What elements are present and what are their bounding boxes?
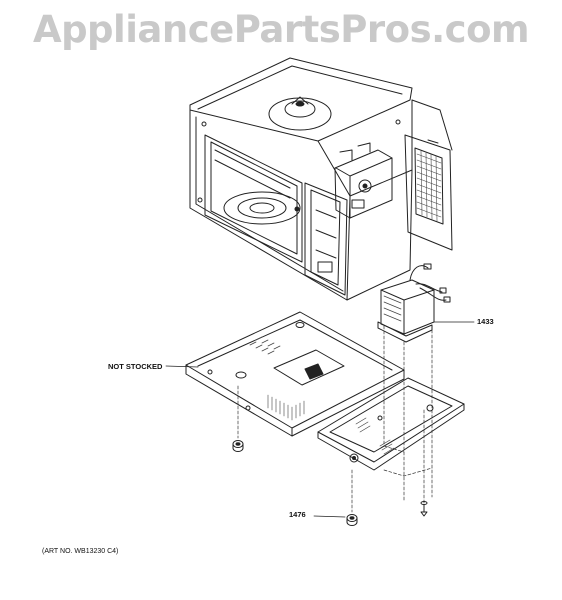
callout-1476: 1476 [289,510,306,519]
transformer-1433 [377,263,475,343]
alignment-lines [237,325,433,513]
callout-not-stocked: NOT STOCKED [108,362,163,371]
watermark: AppliancePartsPros.com [32,8,530,51]
screw [420,501,428,517]
oven-cavity-assembly [189,57,453,301]
callout-1433: 1433 [477,317,494,326]
foot-1476 [313,514,358,526]
art-number: (ART NO. WB13230 C4) [42,548,119,555]
foot-screw [232,440,244,452]
base-plate [165,311,405,437]
lower-tray [317,377,465,471]
